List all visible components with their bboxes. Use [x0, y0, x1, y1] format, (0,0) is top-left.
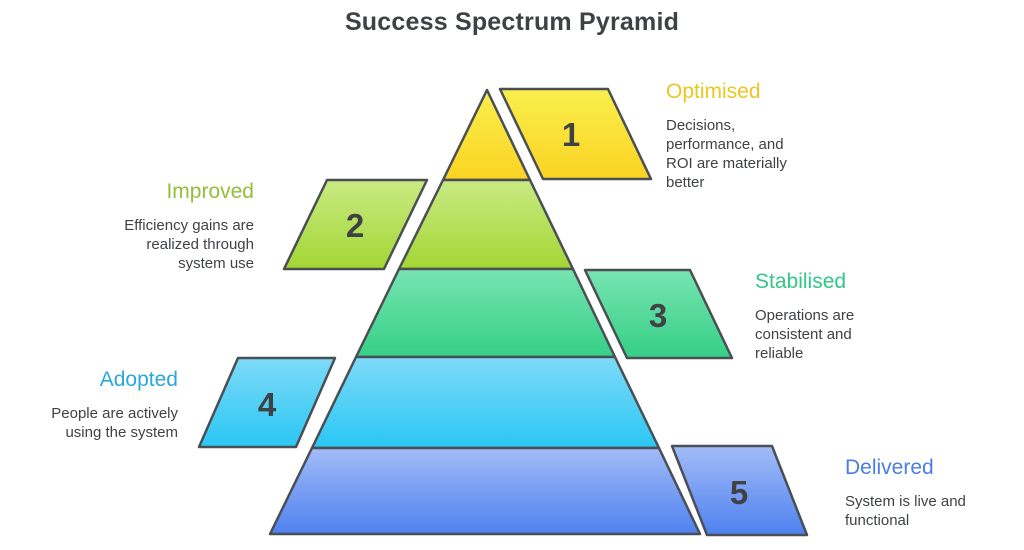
- level-label-stabilised: Stabilised Operations are consistent and…: [755, 270, 905, 363]
- pyramid-layer-2: [397, 178, 575, 271]
- tab-number-2: 2: [346, 207, 364, 244]
- level-name-stabilised: Stabilised: [755, 270, 847, 293]
- level-description-improved: Efficiency gains are realized through sy…: [124, 217, 254, 272]
- pyramid-tab-2: [282, 178, 429, 271]
- pyramid-layer-3: [354, 267, 617, 359]
- level-name-optimised: Optimised: [666, 80, 761, 103]
- pyramid-layer-5: [268, 446, 702, 536]
- level-description-delivered: System is live and functional: [845, 493, 966, 529]
- tab-number-4: 4: [258, 386, 277, 423]
- level-description-adopted: People are actively using the system: [51, 405, 178, 441]
- tab-number-3: 3: [649, 297, 667, 334]
- pyramid-tab-3: [583, 268, 734, 360]
- level-name-adopted: Adopted: [99, 368, 178, 391]
- level-label-improved: Improved Efficiency gains are realized t…: [104, 180, 254, 273]
- level-label-delivered: Delivered System is live and functional: [845, 456, 1005, 530]
- pyramid-layer-4: [310, 355, 661, 450]
- level-name-improved: Improved: [166, 180, 254, 203]
- level-label-optimised: Optimised Decisions, performance, and RO…: [666, 80, 826, 192]
- tab-number-5: 5: [730, 474, 748, 511]
- level-description-optimised: Decisions, performance, and ROI are mate…: [666, 117, 787, 191]
- diagram-title: Success Spectrum Pyramid: [344, 8, 680, 36]
- pyramid-tab-1: [498, 87, 653, 181]
- tab-number-1: 1: [562, 116, 580, 153]
- level-description-stabilised: Operations are consistent and reliable: [755, 307, 855, 362]
- pyramid-tab-5: [670, 444, 809, 537]
- level-name-delivered: Delivered: [845, 456, 934, 479]
- pyramid-tab-4: [197, 356, 337, 449]
- level-label-adopted: Adopted People are actively using the sy…: [28, 368, 178, 442]
